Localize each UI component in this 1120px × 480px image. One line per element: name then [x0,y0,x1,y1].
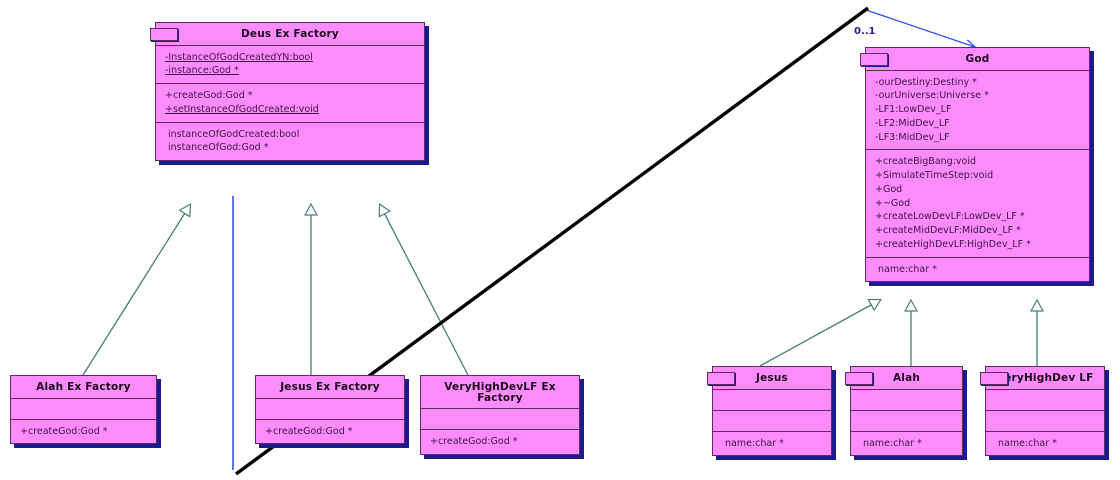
class-box-jesus[interactable]: Jesus name:char * [707,366,832,457]
operations-compartment [713,409,831,431]
class-tab-icon [150,28,178,41]
attributes-compartment [851,388,962,410]
operation-item: +createGod:God * [165,90,253,102]
operation-item: +createGod:God * [430,436,518,447]
class-title-alah-ex-factory: Alah Ex Factory [36,381,131,393]
generalization-alahfactory-to-deusfactory [82,205,190,376]
class-box-veryhighdev-lf[interactable]: VeryHighDev LF name:char * [980,366,1105,457]
operation-item: +createGod:God * [265,425,353,437]
class-tab-icon [845,372,873,385]
attributes-compartment [11,397,156,419]
attribute-item: -InstanceOfGodCreatedYN:bool [165,51,313,63]
extras-compartment: name:char * [866,256,1089,282]
operations-compartment: +createGod:God * [256,418,404,444]
attributes-compartment [421,408,579,429]
extras-compartment: name:char * [851,430,962,456]
operation-item: +~God [875,197,911,209]
class-box-alah[interactable]: Alah name:char * [845,366,963,457]
operation-item: +createBigBang:void [875,156,976,168]
generalization-veryhighdevlffactory-to-deusfactory [380,205,469,376]
attribute-item: -LF1:LowDev_LF [875,104,952,116]
class-title-jesus-ex-factory: Jesus Ex Factory [280,381,380,393]
generalization-jesus-to-god [759,300,880,367]
extras-compartment: name:char * [713,430,831,456]
operation-item: +createLowDevLF:LowDev_LF * [875,211,1025,223]
operation-item: +createHighDevLF:HighDev_LF * [875,238,1031,250]
attributes-compartment [986,388,1104,410]
attribute-item: -ourDestiny:Destiny * [875,76,977,88]
operations-compartment: +createGod:God * +setInstanceOfGodCreate… [156,83,424,122]
operations-compartment: +createGod:God * [421,429,579,454]
attributes-compartment: -ourDestiny:Destiny * -ourUniverse:Unive… [866,69,1089,150]
extra-item: name:char * [998,437,1057,449]
attributes-compartment [256,397,404,419]
class-box-deus-ex-factory[interactable]: Deus Ex Factory -InstanceOfGodCreatedYN:… [150,22,425,162]
attribute-item: -ourUniverse:Universe * [875,90,989,102]
operations-compartment: +createGod:God * [11,418,156,444]
attribute-item: -LF2:MidDev_LF [875,117,950,129]
extra-item: name:char * [878,263,937,275]
extra-item: instanceOfGodCreated:bool [168,128,300,140]
class-title-deus-ex-factory: Deus Ex Factory [241,28,339,40]
multiplicity-label-0-1: 0..1 [854,26,876,37]
operation-item: +setInstanceOfGodCreated:void [165,103,319,115]
class-title-alah: Alah [892,372,921,384]
operation-item: +createGod:God * [20,425,108,437]
extra-item: instanceOfGod:God * [168,142,269,154]
attributes-compartment: -InstanceOfGodCreatedYN:bool -instance:G… [156,44,424,84]
operations-compartment [851,409,962,431]
class-tab-icon [707,372,735,385]
class-box-jesus-ex-factory[interactable]: Jesus Ex Factory +createGod:God * [255,375,405,445]
operation-item: +God [875,183,903,195]
class-title-veryhighdev-lf: VeryHighDev LF [996,372,1094,384]
association-deusfactory-to-god [232,9,975,470]
attributes-compartment [713,388,831,410]
class-tab-icon [860,53,888,66]
class-box-alah-ex-factory[interactable]: Alah Ex Factory +createGod:God * [10,375,157,445]
class-tab-icon [980,372,1008,385]
extra-item: name:char * [725,437,784,449]
class-title-veryhighdevlf-ex-factory: VeryHighDevLF Ex Factory [444,381,556,404]
class-box-veryhighdevlf-ex-factory[interactable]: VeryHighDevLF Ex Factory +createGod:God … [420,375,580,455]
operation-item: +createMidDevLF:MidDev_LF * [875,225,1021,237]
attribute-item: -LF3:MidDev_LF [875,131,950,143]
class-title-jesus: Jesus [755,372,788,384]
extras-compartment: instanceOfGodCreated:bool instanceOfGod:… [156,121,424,161]
operation-item: +SimulateTimeStep:void [875,170,994,182]
operations-compartment: +createBigBang:void +SimulateTimeStep:vo… [866,149,1089,256]
attribute-item: -instance:God * [165,65,239,77]
extras-compartment: name:char * [986,430,1104,456]
operations-compartment [986,409,1104,431]
extra-item: name:char * [863,437,922,449]
class-box-god[interactable]: God -ourDestiny:Destiny * -ourUniverse:U… [860,47,1090,283]
class-title-god: God [965,53,990,65]
